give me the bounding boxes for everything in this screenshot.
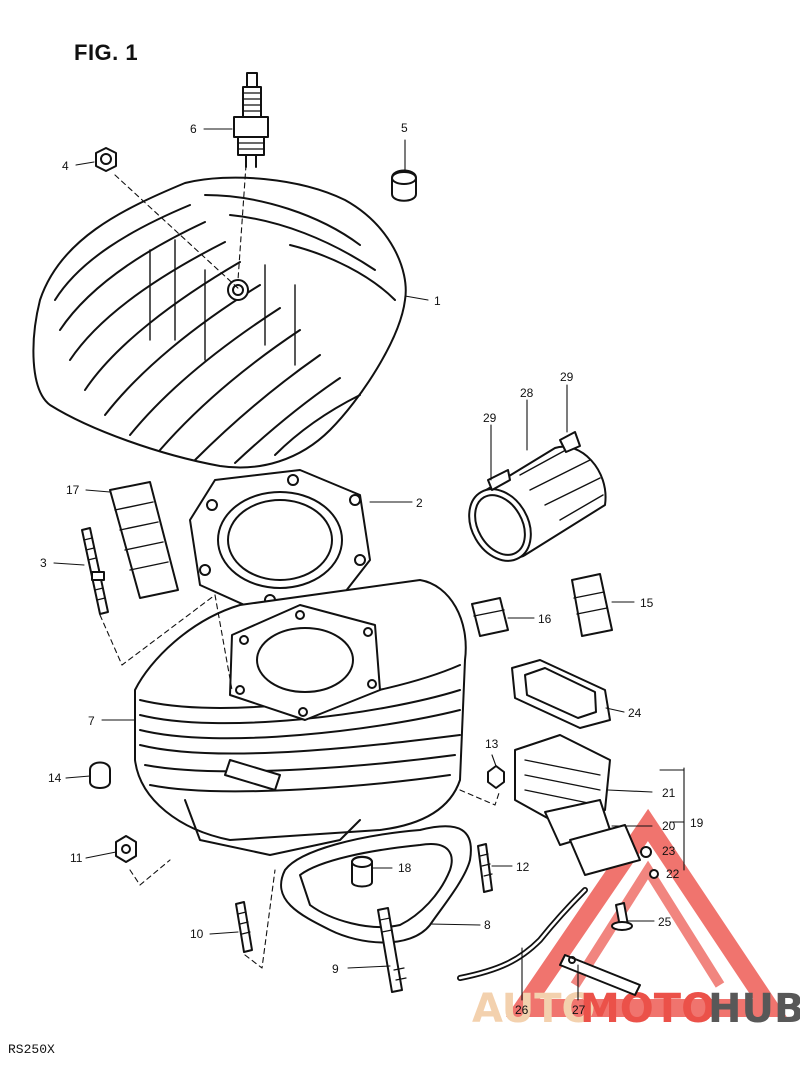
callout-16: 16 bbox=[538, 612, 552, 626]
callout-5: 5 bbox=[401, 121, 408, 135]
callout-21: 21 bbox=[662, 786, 676, 800]
callout-18: 18 bbox=[398, 861, 412, 875]
nut-13 bbox=[487, 765, 505, 789]
collar bbox=[391, 169, 417, 202]
callout-19: 19 bbox=[690, 816, 704, 830]
callout-17: 17 bbox=[66, 483, 80, 497]
callout-1: 1 bbox=[434, 294, 441, 308]
callout-4: 4 bbox=[62, 159, 69, 173]
watermark-triangle-icon bbox=[505, 808, 787, 1017]
reed-valve-assembly bbox=[514, 734, 659, 879]
stud-bolt-9 bbox=[377, 907, 407, 993]
callout-28: 28 bbox=[520, 386, 534, 400]
nut-11 bbox=[115, 835, 137, 863]
damper-rubber-15 bbox=[571, 573, 613, 637]
callout-24: 24 bbox=[628, 706, 642, 720]
watermark-moto: MOTO bbox=[580, 986, 715, 1032]
callout-29-left: 29 bbox=[483, 411, 497, 425]
callout-20: 20 bbox=[662, 819, 676, 833]
callout-11: 11 bbox=[70, 851, 83, 865]
callout-14: 14 bbox=[48, 771, 62, 785]
callout-22: 22 bbox=[666, 867, 680, 881]
callout-15: 15 bbox=[640, 596, 654, 610]
watermark-auto: AUTO bbox=[472, 986, 596, 1032]
callout-2: 2 bbox=[416, 496, 423, 510]
callout-26: 26 bbox=[515, 1003, 529, 1017]
cylinder-base-gasket bbox=[280, 825, 472, 944]
callout-13: 13 bbox=[485, 737, 499, 751]
figure-title: FIG. 1 bbox=[74, 40, 139, 65]
dowel-pin-18 bbox=[351, 855, 373, 888]
plug-cap-14 bbox=[89, 761, 111, 789]
callout-8: 8 bbox=[484, 918, 491, 932]
leader-lines bbox=[53, 128, 685, 1001]
callout-10: 10 bbox=[190, 927, 204, 941]
damper-rubber-16 bbox=[471, 597, 509, 637]
hose-bracket bbox=[559, 954, 641, 996]
callout-25: 25 bbox=[658, 915, 672, 929]
callout-6: 6 bbox=[190, 122, 197, 136]
cylinder-head-nut bbox=[95, 147, 117, 172]
cylinder bbox=[134, 579, 467, 856]
damper-rubber-17 bbox=[109, 481, 179, 599]
callout-29-right: 29 bbox=[560, 370, 574, 384]
callout-12: 12 bbox=[516, 860, 530, 874]
callout-27: 27 bbox=[572, 1003, 586, 1017]
stud-bolt-12 bbox=[477, 843, 493, 893]
screw-25 bbox=[611, 902, 633, 931]
watermark-hub: HUB bbox=[708, 986, 800, 1032]
breather-hose bbox=[457, 887, 588, 981]
intake-pipe bbox=[468, 431, 607, 562]
reed-valve-gasket-24 bbox=[511, 659, 611, 729]
model-code: RS250X bbox=[8, 1042, 55, 1057]
callout-9: 9 bbox=[332, 962, 339, 976]
callout-7: 7 bbox=[88, 714, 95, 728]
spark-plug bbox=[233, 72, 269, 168]
callout-3: 3 bbox=[40, 556, 47, 570]
cylinder-head bbox=[32, 176, 407, 469]
callout-23: 23 bbox=[662, 844, 676, 858]
callout-numbers: 1 2 3 4 5 6 7 8 9 10 11 12 13 14 15 16 1… bbox=[40, 121, 704, 1017]
stud-bolt bbox=[81, 527, 109, 615]
watermark-logo: AUTO MOTO HUB bbox=[472, 808, 800, 1032]
stud-bolt-10 bbox=[235, 901, 253, 953]
